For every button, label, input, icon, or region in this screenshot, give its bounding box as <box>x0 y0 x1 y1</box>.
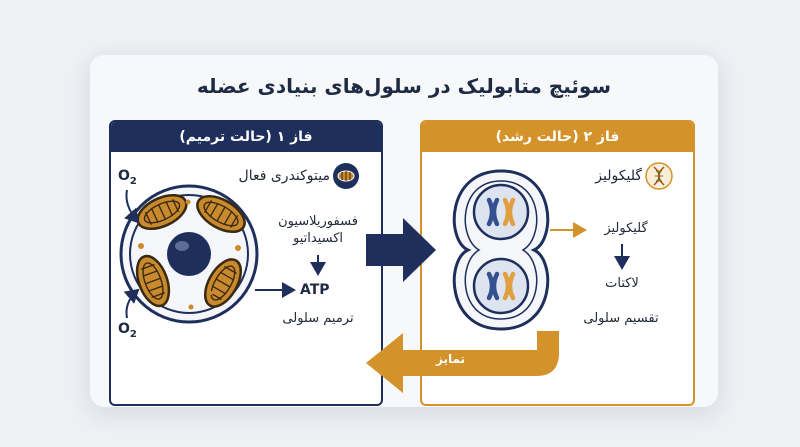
return-arrow <box>366 331 559 393</box>
glycolysis-icon-label: گلیکولیز <box>595 168 642 184</box>
oxphos-label-line2: اکسیداتیو <box>292 231 343 246</box>
dividing-cell <box>452 169 550 331</box>
oxphos-label-line1: فسفوریلاسیون <box>278 214 358 229</box>
differentiation-label: تمایز <box>436 352 466 366</box>
nucleus <box>167 232 211 276</box>
cell-division-label: تقسیم سلولی <box>583 311 659 326</box>
lactate-label: لاکتات <box>605 276 639 291</box>
phase2-header: فاز ۲ (حالت رشد) <box>422 122 693 152</box>
oxygen-label: O2 <box>118 321 137 340</box>
atp-label: ATP <box>300 282 330 298</box>
active-mitochondria-label: میتوکندری فعال <box>238 168 330 184</box>
muscle-stem-cell <box>119 184 259 324</box>
cell-repair-label: ترمیم سلولی <box>282 311 354 326</box>
dna-icon <box>645 162 673 190</box>
mitochondrion-icon <box>333 163 359 189</box>
glycolysis-label: گلیکولیز <box>604 221 648 236</box>
diagram-title: سوئیچ متابولیک در سلول‌های بنیادی عضله <box>196 74 612 98</box>
oxygen-label: O2 <box>118 168 137 187</box>
phase1-header: فاز ۱ (حالت ترمیم) <box>111 122 381 152</box>
transition-arrow <box>366 218 436 282</box>
